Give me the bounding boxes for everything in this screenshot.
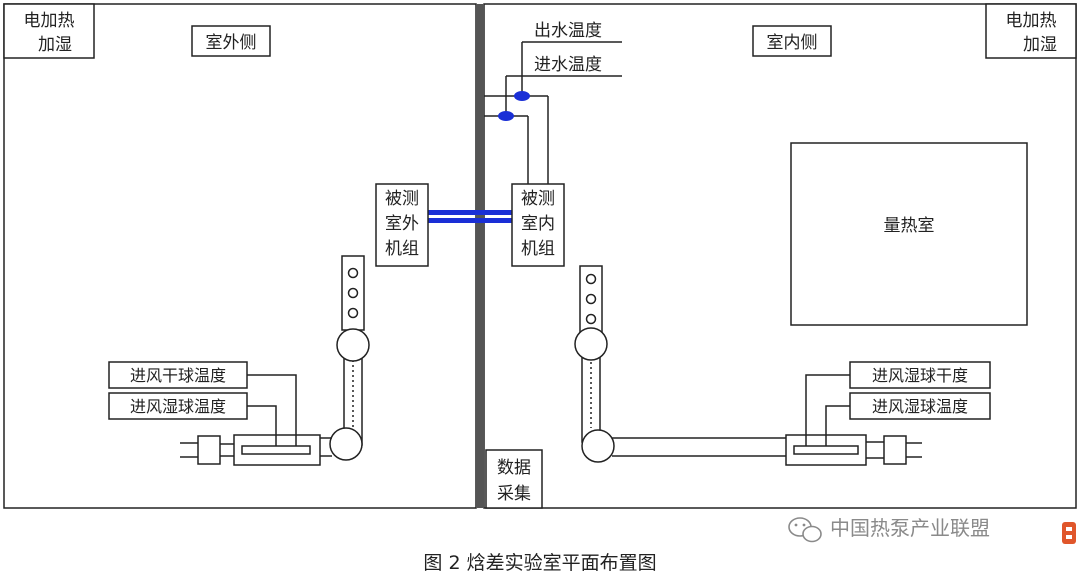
calorimeter-label: 量热室 — [884, 216, 935, 236]
outdoor-heater-box — [3, 3, 95, 59]
outlet-water-sensor — [514, 91, 530, 101]
outdoor-mixer-bottom — [329, 427, 363, 461]
indoor-side-label: 室内侧 — [767, 33, 818, 53]
refrigerant-pipe-lower — [428, 218, 512, 223]
outdoor-fan-connector — [197, 435, 221, 465]
figure-caption: 图 2 焓差实验室平面布置图 — [423, 552, 656, 574]
outdoor-heater-label-1: 电加热 — [24, 11, 75, 31]
outdoor-side-label: 室外侧 — [206, 33, 257, 53]
outlet-water-temp-label: 出水温度 — [534, 21, 602, 41]
indoor-unit-box — [511, 183, 565, 267]
outdoor-side-box — [191, 25, 271, 57]
outdoor-sensor-element — [241, 445, 311, 455]
outdoor-unit-label-1: 被测 — [385, 189, 419, 209]
indoor-heater-label-1: 电加热 — [1006, 11, 1057, 31]
indoor-wet-bulb-leader — [825, 405, 850, 446]
outdoor-nozzle-2 — [347, 287, 359, 299]
indoor-nozzle-1 — [585, 273, 597, 285]
data-acquisition-label-2: 采集 — [497, 484, 531, 504]
indoor-dry-bulb-label: 进风湿球干度 — [872, 366, 968, 385]
indoor-nozzle-2 — [585, 293, 597, 305]
indoor-wet-bulb-label: 进风湿球温度 — [872, 397, 968, 416]
indoor-fan-connector — [883, 435, 907, 465]
watermark-text: 中国热泵产业联盟 — [830, 516, 990, 540]
indoor-unit-label-2: 室内 — [521, 214, 555, 234]
indoor-wet-bulb-box — [849, 392, 991, 420]
outdoor-wet-bulb-box — [108, 392, 248, 420]
wechat-icon — [788, 517, 822, 543]
indoor-side-box — [752, 25, 832, 57]
outdoor-dry-bulb-label: 进风干球温度 — [130, 366, 226, 385]
indoor-unit-label-3: 机组 — [521, 239, 555, 259]
indoor-heater-box — [985, 3, 1077, 59]
data-acquisition-label-1: 数据 — [497, 458, 531, 478]
indoor-dry-bulb-leader — [805, 374, 850, 446]
outdoor-nozzle-1 — [347, 267, 359, 279]
outdoor-wet-bulb-leader — [247, 405, 277, 446]
indoor-sensor-element — [793, 445, 859, 455]
outdoor-wet-bulb-label: 进风湿球温度 — [130, 397, 226, 416]
indoor-unit-label-1: 被测 — [521, 189, 555, 209]
inlet-water-sensor — [498, 111, 514, 121]
indoor-mixer-top — [574, 327, 608, 361]
partition-wall — [476, 4, 484, 508]
outdoor-unit-box — [375, 183, 429, 267]
data-acquisition-box — [485, 449, 543, 509]
refrigerant-pipe-upper — [428, 210, 512, 215]
outdoor-unit-label-3: 机组 — [385, 239, 419, 259]
indoor-heater-label-2: 加湿 — [1023, 35, 1057, 55]
watermark-badge-icon — [1062, 522, 1076, 544]
outdoor-heater-label-2: 加湿 — [38, 35, 72, 55]
indoor-nozzle-3 — [585, 313, 597, 325]
indoor-mixer-bottom — [581, 429, 615, 463]
calorimeter-box — [790, 142, 1028, 326]
outdoor-unit-label-2: 室外 — [385, 214, 419, 234]
inlet-water-temp-label: 进水温度 — [534, 55, 602, 75]
outdoor-nozzle-3 — [347, 307, 359, 319]
outdoor-dry-bulb-box — [108, 361, 248, 389]
outdoor-mixer-top — [336, 328, 370, 362]
outdoor-dry-bulb-leader — [247, 374, 297, 446]
